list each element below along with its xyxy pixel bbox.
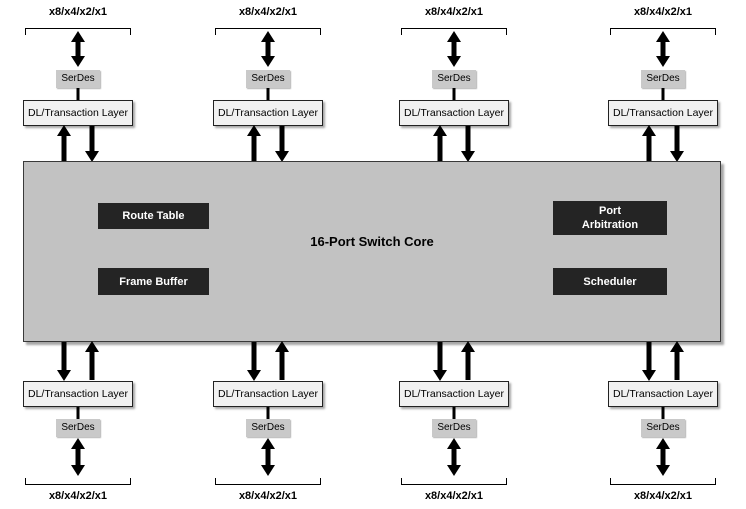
frame-buffer-block: Frame Buffer [98, 268, 209, 295]
serdes-box: SerDes [56, 419, 100, 437]
bidirectional-arrow-icon [71, 31, 85, 67]
port-stack-top-1: x8/x4/x2/x1 SerDes DL/Transaction Layer [23, 6, 133, 162]
dl-transaction-layer-box: DL/Transaction Layer [23, 100, 133, 126]
route-table-block: Route Table [98, 203, 209, 229]
arrow-down-icon [57, 342, 71, 381]
serdes-box: SerDes [432, 419, 476, 437]
arrow-up-icon [57, 125, 71, 161]
link-width-label: x8/x4/x2/x1 [633, 490, 693, 502]
core-link-arrows [23, 341, 133, 381]
dl-transaction-layer-box: DL/Transaction Layer [608, 100, 718, 126]
port-stack-bottom-2: DL/Transaction Layer SerDes x8/x4/x2/x1 [213, 341, 323, 502]
bidirectional-arrow-icon [656, 31, 670, 67]
link-width-bracket [610, 478, 716, 485]
arrow-down-icon [247, 342, 261, 381]
link-width-label: x8/x4/x2/x1 [238, 6, 298, 18]
port-stack-bottom-4: DL/Transaction Layer SerDes x8/x4/x2/x1 [608, 341, 718, 502]
dl-transaction-layer-box: DL/Transaction Layer [399, 100, 509, 126]
arrow-up-icon [670, 341, 684, 380]
core-link-arrows [608, 341, 718, 381]
arrow-down-icon [670, 126, 684, 162]
link-width-bracket [401, 478, 507, 485]
link-width-bracket [25, 478, 131, 485]
arrow-down-icon [433, 342, 447, 381]
link-width-label: x8/x4/x2/x1 [424, 6, 484, 18]
link-width-bracket [25, 28, 131, 35]
serdes-box: SerDes [246, 419, 290, 437]
serdes-box: SerDes [432, 70, 476, 88]
connector-line [76, 407, 80, 419]
arrow-up-icon [275, 341, 289, 380]
arrow-up-icon [247, 125, 261, 161]
arrow-up-icon [642, 125, 656, 161]
arrow-down-icon [275, 126, 289, 162]
link-width-bracket [215, 478, 321, 485]
core-link-arrows [23, 125, 133, 162]
bidirectional-arrow-icon [656, 438, 670, 476]
connector-line [76, 88, 80, 100]
switch-core-box: 16-Port Switch Core Route Table Frame Bu… [23, 161, 721, 342]
arrow-up-icon [433, 125, 447, 161]
connector-line [266, 407, 270, 419]
port-stack-bottom-1: DL/Transaction Layer SerDes x8/x4/x2/x1 [23, 341, 133, 502]
connector-line [661, 88, 665, 100]
link-width-bracket [610, 28, 716, 35]
port-arbitration-block: Port Arbitration [553, 201, 667, 235]
dl-transaction-layer-box: DL/Transaction Layer [608, 381, 718, 407]
scheduler-block: Scheduler [553, 268, 667, 295]
core-link-arrows [399, 341, 509, 381]
link-width-label: x8/x4/x2/x1 [48, 6, 108, 18]
link-width-label: x8/x4/x2/x1 [424, 490, 484, 502]
core-link-arrows [213, 125, 323, 162]
dl-transaction-layer-box: DL/Transaction Layer [213, 100, 323, 126]
core-title: 16-Port Switch Core [310, 234, 434, 249]
core-link-arrows [399, 125, 509, 162]
bidirectional-arrow-icon [261, 31, 275, 67]
serdes-box: SerDes [56, 70, 100, 88]
port-stack-top-3: x8/x4/x2/x1 SerDes DL/Transaction Layer [399, 6, 509, 162]
arrow-down-icon [85, 126, 99, 162]
bidirectional-arrow-icon [261, 438, 275, 476]
core-link-arrows [608, 125, 718, 162]
arrow-up-icon [85, 341, 99, 380]
port-stack-top-2: x8/x4/x2/x1 SerDes DL/Transaction Layer [213, 6, 323, 162]
connector-line [661, 407, 665, 419]
dl-transaction-layer-box: DL/Transaction Layer [399, 381, 509, 407]
serdes-box: SerDes [641, 70, 685, 88]
dl-transaction-layer-box: DL/Transaction Layer [213, 381, 323, 407]
link-width-label: x8/x4/x2/x1 [238, 490, 298, 502]
serdes-box: SerDes [641, 419, 685, 437]
port-stack-bottom-3: DL/Transaction Layer SerDes x8/x4/x2/x1 [399, 341, 509, 502]
link-width-label: x8/x4/x2/x1 [633, 6, 693, 18]
connector-line [452, 407, 456, 419]
connector-line [266, 88, 270, 100]
connector-line [452, 88, 456, 100]
link-width-label: x8/x4/x2/x1 [48, 490, 108, 502]
bidirectional-arrow-icon [447, 31, 461, 67]
serdes-box: SerDes [246, 70, 290, 88]
port-stack-top-4: x8/x4/x2/x1 SerDes DL/Transaction Layer [608, 6, 718, 162]
arrow-down-icon [461, 126, 475, 162]
core-link-arrows [213, 341, 323, 381]
bidirectional-arrow-icon [71, 438, 85, 476]
arrow-up-icon [461, 341, 475, 380]
dl-transaction-layer-box: DL/Transaction Layer [23, 381, 133, 407]
link-width-bracket [215, 28, 321, 35]
arrow-down-icon [642, 342, 656, 381]
link-width-bracket [401, 28, 507, 35]
bidirectional-arrow-icon [447, 438, 461, 476]
